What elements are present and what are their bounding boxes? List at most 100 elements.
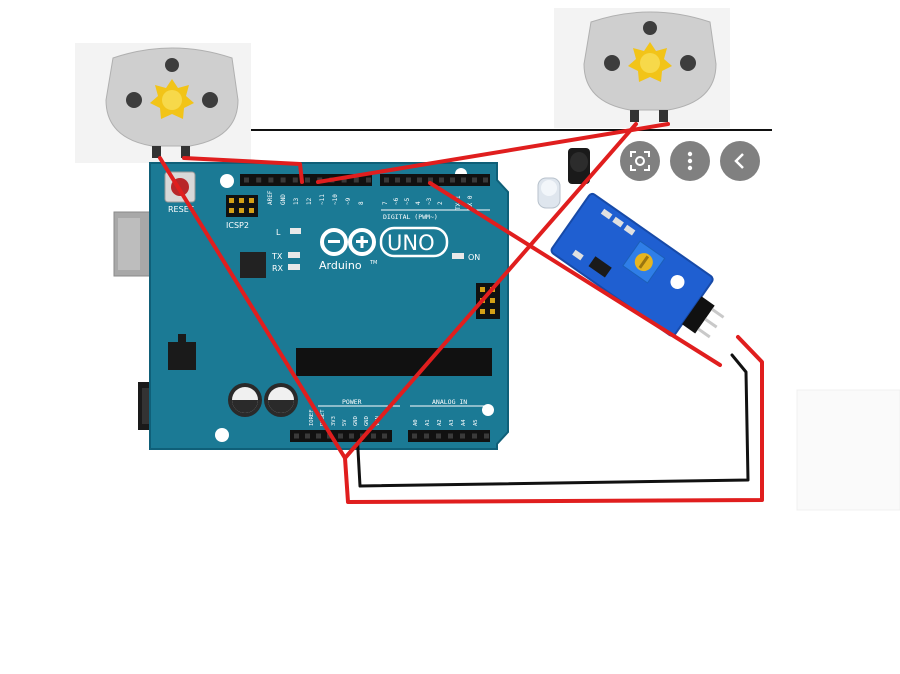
motor-hole: [643, 21, 657, 35]
motor-hole: [202, 92, 218, 108]
header-pin-hole: [382, 433, 387, 439]
header-pin-hole: [460, 433, 465, 439]
motor-terminal: [630, 110, 639, 122]
pin-label-11: ~11: [319, 194, 326, 205]
motor-gear-icon: [150, 79, 194, 119]
arduino-brand-text: Arduino: [319, 259, 362, 272]
motor-hole: [126, 92, 142, 108]
header-pin-hole: [366, 177, 371, 183]
faint-panel: [796, 389, 900, 511]
ir-emitter: [537, 177, 561, 209]
header-pin-hole: [448, 433, 453, 439]
capacitor-1: [228, 383, 262, 417]
pin-label-7: 7: [382, 201, 389, 205]
mount-hole: [220, 174, 234, 188]
more-options-button[interactable]: [670, 141, 710, 181]
logo-plus-sign-v: [360, 236, 364, 248]
logo-minus-sign: [328, 240, 340, 243]
lens-button[interactable]: [620, 141, 660, 181]
header-pin-hole: [472, 177, 477, 183]
led-on-label: ON: [468, 253, 480, 262]
pin-label-8: 8: [358, 201, 365, 205]
wire-red-motor-right-to-pin12: [316, 122, 670, 184]
digital-label: DIGITAL (PWM~): [383, 213, 438, 221]
pin-label-a3: A3: [449, 419, 455, 426]
sensor-pin: [697, 327, 711, 339]
header-pin-hole: [353, 177, 359, 183]
board-pcb: [149, 162, 509, 450]
header-pin-hole: [472, 433, 477, 439]
ir-sensor-module: [537, 148, 725, 339]
pin-label-a1: A1: [425, 419, 431, 426]
pin-label-5v: 5V: [342, 419, 348, 426]
potentiometer-slot: [638, 255, 650, 269]
header-pin-hole: [395, 177, 400, 183]
smd-component: [612, 216, 624, 228]
mount-hole: [215, 428, 229, 442]
pin-label-reset: RESET: [320, 409, 326, 426]
pin-label-5: ~5: [404, 197, 411, 205]
more-vertical-icon: [687, 151, 693, 171]
pin-label-3v3: 3V3: [331, 416, 337, 426]
motor-gear-icon: [628, 42, 672, 82]
wire-red-vcc-loop: [343, 335, 764, 504]
pin-label-6: ~6: [393, 197, 400, 205]
analog-label: ANALOG IN: [432, 398, 467, 406]
digital-pin-holes: [244, 177, 488, 183]
icsp2-label: ICSP2: [226, 221, 249, 230]
sensor-pin: [704, 317, 718, 329]
header-pin-hole: [406, 177, 411, 183]
wire-black-gnd: [355, 353, 750, 488]
sensor-mount-hole: [670, 274, 685, 289]
led-tx-label: TX: [271, 252, 283, 261]
header-pin-hole: [436, 433, 441, 439]
back-button[interactable]: [720, 141, 760, 181]
header-pin-hole: [371, 433, 376, 439]
pin-label-gnd-1: GND: [353, 416, 359, 426]
pin-label-a0: A0: [413, 419, 419, 426]
header-pin-hole: [483, 177, 488, 183]
ir-receiver: [568, 148, 590, 184]
led-tx: [288, 252, 300, 258]
pin-label-gnd: GND: [280, 194, 287, 205]
smd-component: [588, 256, 612, 278]
arduino-infinity-logo: [320, 228, 376, 256]
motor-hole: [165, 58, 179, 72]
smd-component: [623, 224, 636, 236]
capacitor-2: [264, 383, 298, 417]
header-pin-hole: [417, 177, 422, 183]
usb-connector-inner: [118, 218, 140, 270]
dc-motor-right: [583, 11, 717, 122]
wire-red-motor-right-to-gnd: [343, 122, 638, 460]
power-label: POWER: [342, 398, 362, 406]
sensor-pin: [711, 308, 725, 319]
header-pin-hole: [338, 433, 343, 439]
pin-label-a5: A5: [473, 419, 479, 426]
header-pin-hole: [316, 433, 321, 439]
mount-hole: [482, 404, 494, 416]
lens-icon: [630, 151, 650, 171]
header-pin-hole: [384, 177, 389, 183]
sensor-pin-header: [682, 296, 715, 334]
uno-badge: [379, 226, 449, 258]
header-pin-hole: [268, 177, 274, 183]
pin-label-gnd-2: GND: [364, 416, 370, 426]
dc-motor-left: [105, 47, 239, 158]
usb-chip: [240, 252, 266, 278]
wire-red-motor-left-to-pin13: [182, 156, 304, 184]
pin-label-9: ~9: [345, 197, 352, 205]
pin-label-12: 12: [306, 197, 313, 205]
reset-label: RESET: [168, 205, 194, 214]
header-pin-hole: [244, 177, 249, 183]
led-l: [290, 228, 301, 234]
header-pin-hole: [305, 433, 310, 439]
voltage-regulator-tab: [178, 334, 186, 344]
wire-red-sensor-out-to-pin: [428, 181, 722, 367]
led-rx-label: RX: [272, 264, 284, 273]
motor-terminal: [659, 110, 668, 122]
header-pin-hole: [280, 177, 286, 183]
motor-hole: [604, 55, 620, 71]
uno-text: UNO: [387, 231, 435, 255]
wire-red-motor-left-to-gnd: [158, 156, 347, 460]
